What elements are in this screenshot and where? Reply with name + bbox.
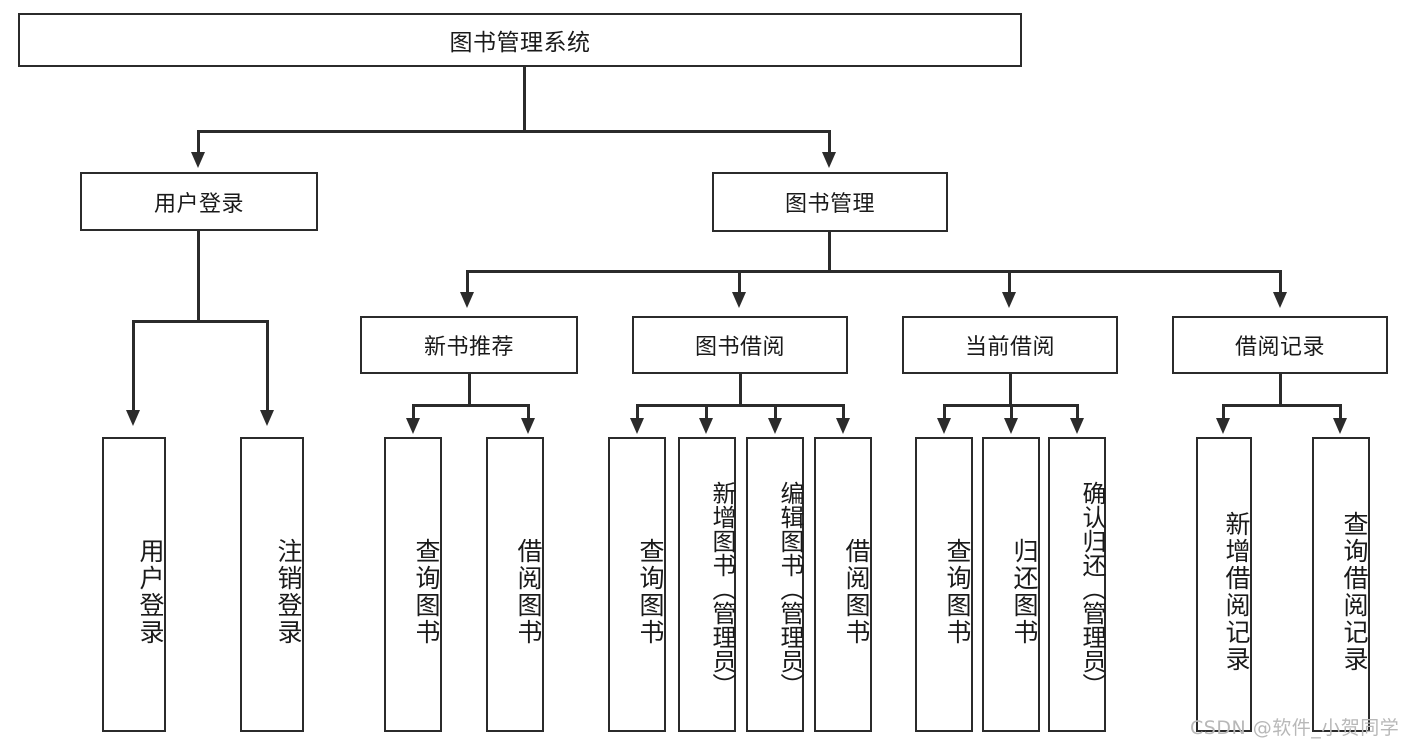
connector-book-borrow-drop-1: [636, 404, 639, 422]
arrow-to-new-book-recommend: [460, 292, 474, 308]
node-label: 借阅图书: [514, 537, 543, 646]
connector-current-borrow-drop-1: [943, 404, 946, 422]
connector-level3-bus: [467, 270, 1281, 273]
connector-level3-drop-3: [1008, 270, 1011, 296]
node-leaf-query-record[interactable]: 查询借阅记录: [1312, 437, 1370, 732]
node-leaf-add-book[interactable]: 新增图书（管理员）: [678, 437, 736, 732]
node-label: 归还图书: [1010, 537, 1039, 646]
connector-new-book-stem: [468, 374, 471, 406]
node-leaf-user-logout[interactable]: 注销登录: [240, 437, 304, 732]
connector-book-borrow-drop-2: [705, 404, 708, 422]
connector-book-borrow-stem: [739, 374, 742, 406]
node-label: 查询图书: [412, 537, 441, 646]
connector-user-login-bus: [132, 320, 268, 323]
arrow-to-leaf-add-book: [699, 418, 713, 434]
connector-level2-bus: [198, 130, 830, 133]
node-book-borrow[interactable]: 图书借阅: [632, 316, 848, 374]
node-leaf-edit-book[interactable]: 编辑图书（管理员）: [746, 437, 804, 732]
node-new-book-recommend[interactable]: 新书推荐: [360, 316, 578, 374]
arrow-to-current-borrow: [1002, 292, 1016, 308]
node-leaf-query-book-1[interactable]: 查询图书: [384, 437, 442, 732]
node-label: 查询图书: [943, 537, 972, 646]
node-book-manage[interactable]: 图书管理: [712, 172, 948, 232]
node-borrow-record[interactable]: 借阅记录: [1172, 316, 1388, 374]
connector-borrow-record-drop-2: [1339, 404, 1342, 422]
arrow-to-leaf-query-record: [1333, 418, 1347, 434]
node-leaf-query-book-3[interactable]: 查询图书: [915, 437, 973, 732]
node-leaf-query-book-2[interactable]: 查询图书: [608, 437, 666, 732]
node-label: 查询图书: [636, 537, 665, 646]
arrow-to-leaf-return-book: [1004, 418, 1018, 434]
connector-new-book-drop-1: [412, 404, 415, 422]
arrow-to-leaf-borrow-book-2: [836, 418, 850, 434]
connector-user-login-drop-2: [266, 320, 269, 414]
node-leaf-borrow-book-1[interactable]: 借阅图书: [486, 437, 544, 732]
arrow-to-book-manage: [822, 152, 836, 168]
node-label: 图书管理: [784, 192, 875, 217]
connector-level2-drop-left: [197, 130, 200, 156]
node-label: 当前借阅: [964, 335, 1055, 360]
arrow-to-leaf-add-record: [1216, 418, 1230, 434]
node-leaf-add-record[interactable]: 新增借阅记录: [1196, 437, 1252, 732]
connector-borrow-record-bus: [1223, 404, 1341, 407]
node-leaf-borrow-book-2[interactable]: 借阅图书: [814, 437, 872, 732]
node-leaf-return-book[interactable]: 归还图书: [982, 437, 1040, 732]
connector-level3-drop-4: [1279, 270, 1282, 296]
node-label: 用户登录: [136, 537, 165, 646]
node-label: 确认归还（管理员）: [1078, 480, 1106, 697]
arrow-to-leaf-borrow-book-1: [521, 418, 535, 434]
node-label: 查询借阅记录: [1340, 510, 1369, 673]
node-label: 新增图书（管理员）: [708, 480, 736, 697]
node-user-login[interactable]: 用户登录: [80, 172, 318, 231]
node-current-borrow[interactable]: 当前借阅: [902, 316, 1118, 374]
node-label: 图书管理系统: [449, 30, 591, 56]
connector-new-book-bus: [413, 404, 529, 407]
arrow-to-leaf-query-book-1: [406, 418, 420, 434]
arrow-to-leaf-edit-book: [768, 418, 782, 434]
arrow-to-borrow-record: [1273, 292, 1287, 308]
arrow-to-leaf-user-logout: [260, 410, 274, 426]
node-label: 用户登录: [153, 191, 244, 217]
connector-borrow-record-drop-1: [1222, 404, 1225, 422]
connector-current-borrow-stem: [1009, 374, 1012, 406]
arrow-to-leaf-query-book-2: [630, 418, 644, 434]
node-leaf-confirm-return[interactable]: 确认归还（管理员）: [1048, 437, 1106, 732]
connector-user-login-stem: [197, 231, 200, 321]
arrow-to-book-borrow: [732, 292, 746, 308]
node-label: 借阅图书: [842, 537, 871, 646]
arrow-to-leaf-query-book-3: [937, 418, 951, 434]
connector-user-login-drop-1: [132, 320, 135, 414]
connector-level2-drop-right: [828, 130, 831, 156]
connector-borrow-record-stem: [1279, 374, 1282, 406]
node-root-book-management-system[interactable]: 图书管理系统: [18, 13, 1022, 67]
node-label: 新增借阅记录: [1222, 510, 1251, 673]
csdn-watermark: CSDN @软件_小贺同学: [1190, 717, 1400, 739]
node-label: 编辑图书（管理员）: [776, 480, 804, 697]
arrow-to-leaf-confirm-return: [1070, 418, 1084, 434]
connector-root-stem: [523, 67, 526, 131]
connector-book-borrow-drop-3: [774, 404, 777, 422]
connector-level3-drop-1: [466, 270, 469, 296]
arrow-to-user-login: [191, 152, 205, 168]
node-leaf-user-login[interactable]: 用户登录: [102, 437, 166, 732]
arrow-to-leaf-user-login: [126, 410, 140, 426]
connector-level3-drop-2: [738, 270, 741, 296]
node-label: 图书借阅: [694, 335, 785, 360]
node-label: 注销登录: [274, 537, 303, 646]
connector-book-borrow-bus: [637, 404, 844, 407]
connector-book-borrow-drop-4: [842, 404, 845, 422]
connector-new-book-drop-2: [527, 404, 530, 422]
node-label: 借阅记录: [1234, 335, 1325, 360]
node-label: 新书推荐: [423, 335, 514, 360]
connector-current-borrow-drop-2: [1010, 404, 1013, 422]
connector-current-borrow-drop-3: [1076, 404, 1079, 422]
connector-book-manage-stem: [828, 232, 831, 272]
